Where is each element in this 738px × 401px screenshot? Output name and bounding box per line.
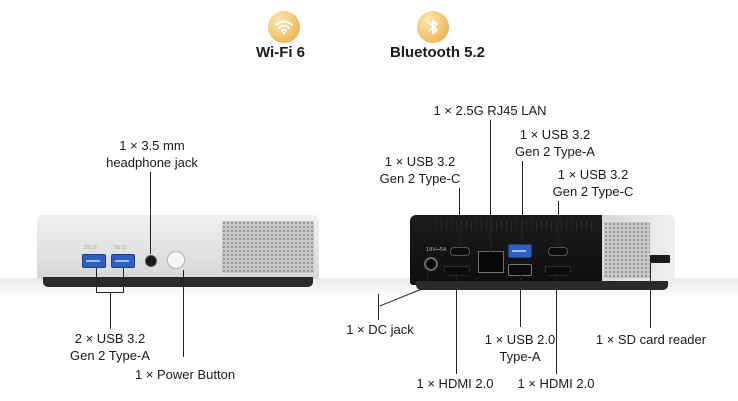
front-usb-label-line1: 2 × USB 3.2 xyxy=(74,331,146,346)
lan-port xyxy=(478,251,504,273)
wifi-label: Wi-Fi 6 xyxy=(256,44,306,61)
rear-device: 19V⎓5A xyxy=(410,215,675,291)
power-leader xyxy=(183,270,184,357)
usbc-left-leader xyxy=(459,188,460,246)
bluetooth-icon xyxy=(428,19,438,35)
headphone-label: 1 × 3.5 mm headphone jack xyxy=(92,137,212,171)
front-usb-label: 2 × USB 3.2 Gen 2 Type-A xyxy=(50,330,170,364)
sd-card-slot xyxy=(650,255,670,263)
rear-hdmi-port-right xyxy=(545,266,571,276)
usb-a-top-label-line2: Gen 2 Type-A xyxy=(515,144,595,159)
usbc-left-label-line2: Gen 2 Type-C xyxy=(379,171,461,186)
usb-a-top-leader xyxy=(522,161,523,245)
front-vent-grille xyxy=(222,221,314,273)
dc-leader-stem xyxy=(378,294,379,320)
port-marking: SS10 xyxy=(114,245,127,251)
wifi-badge xyxy=(268,11,300,43)
hdmi-right-leader xyxy=(556,274,557,374)
front-usb-port-2 xyxy=(111,254,135,268)
usbc-right-leader xyxy=(558,201,559,246)
usb2-label-line1: 1 × USB 2.0 xyxy=(484,332,556,347)
dc-label: 1 × DC jack xyxy=(346,322,414,337)
rear-base xyxy=(416,281,668,290)
rear-usbc-port-right xyxy=(548,247,568,256)
port-marking: SS10 xyxy=(84,245,97,251)
usb-a-top-label-line1: 1 × USB 3.2 xyxy=(519,127,591,142)
front-usb-port-1 xyxy=(82,254,106,268)
usbc-left-label-line1: 1 × USB 3.2 xyxy=(384,154,456,169)
bluetooth-badge xyxy=(417,11,449,43)
front-base xyxy=(43,277,313,287)
usb-leader-stem xyxy=(110,292,111,329)
headphone-leader xyxy=(150,172,151,254)
front-usb-label-line2: Gen 2 Type-A xyxy=(70,348,150,363)
hdmi-left-leader xyxy=(456,274,457,374)
sd-label: 1 × SD card reader xyxy=(595,332,707,347)
usb-a-top-label: 1 × USB 3.2 Gen 2 Type-A xyxy=(500,126,610,160)
rear-hdmi-port-left xyxy=(444,266,470,276)
bluetooth-label: Bluetooth 5.2 xyxy=(390,44,486,61)
usb-leader-right xyxy=(123,268,124,292)
usb2-leader xyxy=(520,274,521,327)
usb-leader-left xyxy=(96,268,97,292)
rear-vent-top xyxy=(436,219,594,231)
front-device: SS10 SS10 xyxy=(37,215,319,291)
usb2-label-line2: Type-A xyxy=(499,349,541,364)
usbc-right-label: 1 × USB 3.2 Gen 2 Type-C xyxy=(538,166,648,200)
hdmi-left-label: 1 × HDMI 2.0 xyxy=(416,376,494,391)
headphone-label-line1: 1 × 3.5 mm xyxy=(119,138,185,153)
port-marking: 19V⎓5A xyxy=(426,247,447,253)
dc-jack xyxy=(424,257,438,271)
wifi-icon xyxy=(275,20,293,35)
lan-label: 1 × 2.5G RJ45 LAN xyxy=(433,103,547,118)
dc-leader xyxy=(427,270,428,286)
power-button xyxy=(167,251,185,269)
hdmi-right-label: 1 × HDMI 2.0 xyxy=(517,376,595,391)
rear-usbc-port-left xyxy=(450,247,470,256)
rear-usb3-port xyxy=(508,244,532,258)
power-label: 1 × Power Button xyxy=(134,367,236,382)
headphone-jack xyxy=(145,255,157,267)
usbc-right-label-line1: 1 × USB 3.2 xyxy=(557,167,629,182)
usbc-right-label-line2: Gen 2 Type-C xyxy=(552,184,634,199)
usbc-left-label: 1 × USB 3.2 Gen 2 Type-C xyxy=(365,153,475,187)
lan-leader xyxy=(490,120,491,252)
headphone-label-line2: headphone jack xyxy=(106,155,198,170)
usb2-label: 1 × USB 2.0 Type-A xyxy=(470,331,570,365)
sd-leader xyxy=(650,263,651,328)
rear-side-grille xyxy=(604,222,650,278)
